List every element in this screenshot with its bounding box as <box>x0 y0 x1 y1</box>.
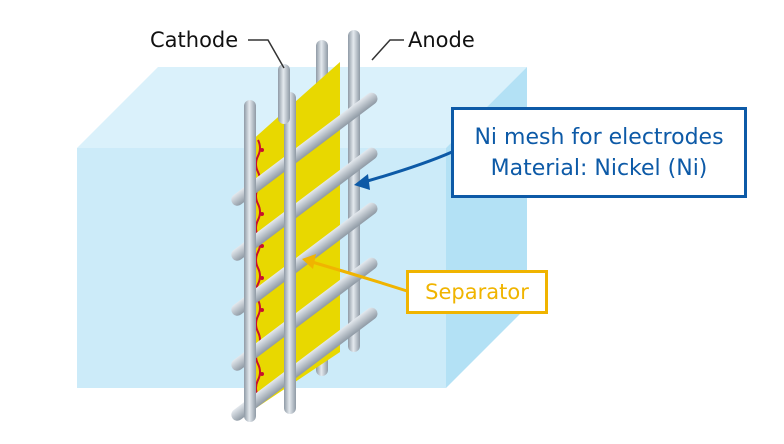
separator-arrow-head <box>302 254 316 269</box>
cathode-leader <box>248 39 285 69</box>
cathode-label: Cathode <box>150 28 239 52</box>
cathode-front-rods <box>244 64 296 422</box>
ni-mesh-callout: Ni mesh for electrodes Material: Nickel … <box>451 107 747 198</box>
ni-mesh-callout-line1: Ni mesh for electrodes <box>474 125 724 150</box>
mesh-arrow-head <box>354 174 370 190</box>
anode-label: Anode <box>408 28 475 52</box>
anode-leader <box>371 39 404 61</box>
leader-lines <box>248 39 453 293</box>
separator-callout: Separator <box>406 270 548 314</box>
mesh-arrow <box>363 150 453 184</box>
ni-mesh-callout-line2: Material: Nickel (Ni) <box>490 156 708 181</box>
separator-arrow <box>311 260 408 293</box>
